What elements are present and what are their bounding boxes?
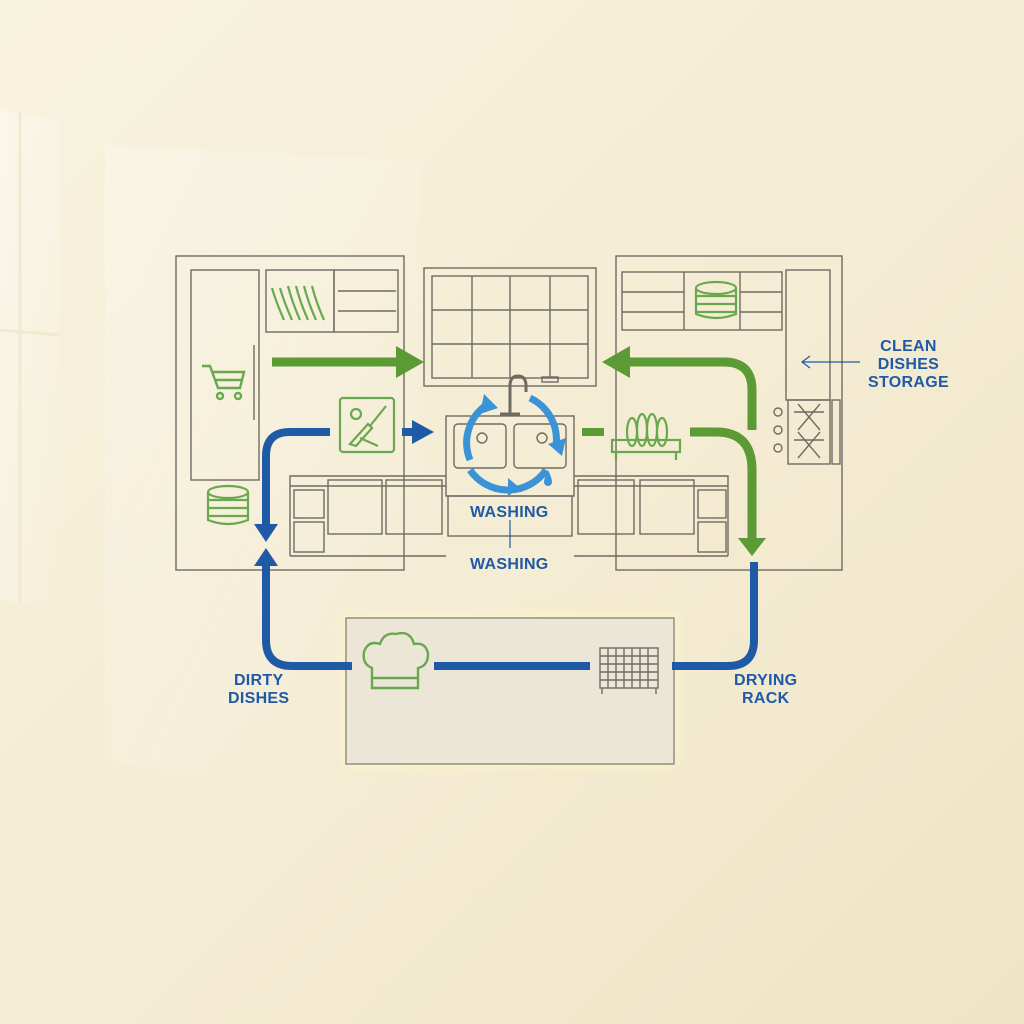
water-drop-icon: [544, 470, 552, 486]
right-cabinet-wall: [615, 255, 843, 571]
faucet-icon: [500, 374, 528, 416]
stove: [773, 399, 841, 465]
flow-arrow-green-top-left: [272, 346, 424, 378]
stacked-plates-icon: [206, 484, 250, 526]
shopping-cart-icon: [202, 364, 246, 401]
dish-rack-icon: [610, 412, 682, 460]
chef-hat-icon: [362, 631, 430, 690]
clean-storage-pointer: [801, 355, 860, 369]
kitchen-island: [340, 612, 680, 768]
label-washing: WASHING: [470, 556, 549, 573]
flow-arrow-green-right-down: [582, 427, 766, 556]
utensils-icon: [270, 285, 326, 321]
kitchen-window: [423, 267, 597, 387]
label-washing-sink: WASHING: [470, 504, 549, 521]
kitchen-floorplan: [175, 255, 843, 571]
left-cabinet-wall: [175, 255, 405, 571]
label-dirty-dishes: DIRTY DISHES: [228, 672, 290, 707]
flow-arrow-green-top-right: [602, 346, 757, 430]
label-clean-dishes-storage: CLEAN DISHES STORAGE: [868, 338, 949, 391]
stacked-plates-icon: [694, 280, 738, 320]
wire-rack-icon: [599, 647, 659, 694]
label-drying-rack: DRYING RACK: [734, 672, 798, 707]
flow-loop-blue: [254, 420, 758, 670]
recycle-arrows-icon: [463, 394, 566, 496]
base-cabinets: [289, 475, 729, 557]
cutting-board-knife-icon: [338, 396, 396, 454]
